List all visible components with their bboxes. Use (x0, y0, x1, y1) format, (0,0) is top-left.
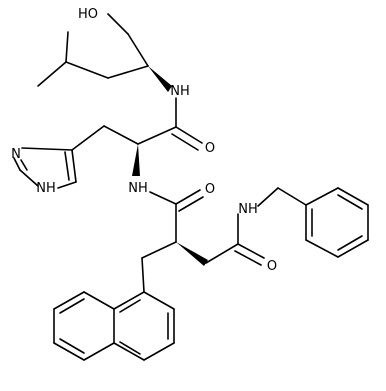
bond-naph-a-inner-2 (119, 341, 141, 355)
bond-ho-ch2 (107, 13, 129, 35)
bond-imid-c5-nh (57, 181, 77, 189)
bond-naph-b5 (83, 342, 115, 361)
bond-naph-a4 (113, 342, 145, 361)
bond-calpha-ch2-isobutyl (107, 65, 149, 79)
label-amide-nh-his: NH (128, 181, 148, 196)
wedge-bond-succ-ch-ch2 (176, 242, 208, 266)
label-carbonyl-o-succ2: O (267, 259, 277, 274)
label-imidazole-n: N (11, 147, 21, 162)
bond-succ2-co-1 (237, 243, 265, 259)
bond-carbonyl-his-o-2 (171, 133, 199, 151)
bond-naph-a3 (143, 342, 175, 361)
bond-ph-2 (305, 239, 339, 258)
bond-ch-methyl-1 (65, 31, 69, 63)
bond-imid-c2-n-double (20, 159, 28, 171)
bond-ch2-calpha (127, 33, 149, 67)
bond-ch-methyl-2 (37, 61, 67, 87)
bond-imid-c2-n (13, 157, 21, 171)
bond-carbonyl-his-calpha (137, 126, 177, 145)
bond-naph-b-inner-2 (59, 338, 85, 354)
bond-ch2-naph (141, 257, 145, 293)
bond-imid-c4-c5 (71, 149, 77, 183)
label-carbonyl-o-his: O (205, 141, 215, 156)
bond-succ2-co-2 (234, 250, 262, 266)
label-amide-nh-benzyl: NH (238, 202, 258, 217)
bond-imid-c4-c5-double (64, 151, 70, 181)
bond-succ1-co-2 (178, 196, 204, 212)
bond-ph-inner-3 (337, 194, 363, 210)
bond-naph-b-inner-1 (59, 298, 85, 314)
bond-carbonyl-his-o-1 (175, 126, 203, 144)
bond-imid-nh-c2 (19, 169, 39, 187)
bond-benzyl-ch2-ph (277, 187, 307, 206)
bond-naph-b1 (83, 291, 115, 310)
bond-succ-ch2-carbonyl2 (205, 243, 239, 264)
bond-succ1-co-1 (175, 189, 201, 205)
label-imidazole-nh: NH (36, 181, 56, 196)
bond-his-ch2-imidazole (71, 125, 105, 151)
wedge-bond-calpha-nh (148, 66, 172, 92)
bond-naph-b4 (53, 342, 85, 361)
bond-naph-a1 (143, 291, 175, 310)
bond-ph-3 (337, 239, 369, 258)
bond-naph-a6 (113, 291, 145, 310)
bond-ph-inner-2 (337, 235, 363, 251)
bond-ch2-ch-isobutyl (65, 61, 109, 79)
label-carbonyl-o-succ1: O (205, 182, 215, 197)
bond-naph-b2 (53, 291, 85, 310)
bond-succ-ch-ch2-naph (141, 241, 177, 259)
bond-imid-n-c4 (21, 147, 73, 151)
bond-his-calpha-ch2 (103, 125, 139, 145)
bond-ph-5 (337, 187, 369, 206)
bond-his-nh-succ-carbonyl (149, 191, 177, 205)
wedge-bond-his-calpha-nh (132, 144, 140, 176)
bond-naph-a-inner-3 (119, 299, 141, 313)
bond-nh-benzyl-ch2 (257, 187, 279, 207)
label-amide-nh-leucinol: NH (170, 84, 190, 99)
bond-ph-6 (305, 187, 339, 206)
label-hydroxyl: HO (78, 7, 98, 22)
